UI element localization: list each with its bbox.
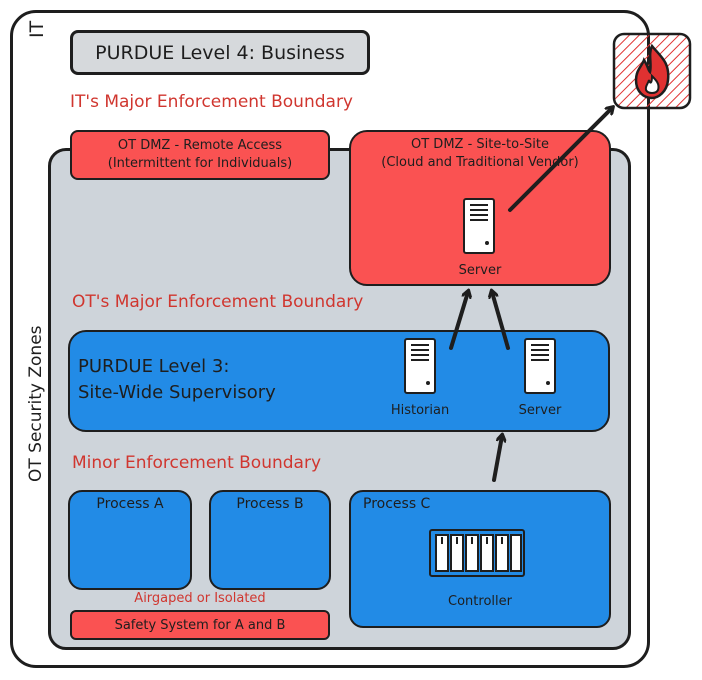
it-major-boundary-label: IT's Major Enforcement Boundary — [70, 92, 353, 112]
firewall-flame-icon — [612, 32, 692, 110]
safety-system-box: Safety System for A and B — [70, 610, 330, 640]
airgap-note: Airgaped or Isolated — [134, 591, 266, 606]
arrow-controller-to-server — [492, 436, 502, 482]
ot-dmz-remote-access-box: OT DMZ - Remote Access (Intermittent for… — [70, 130, 330, 180]
level-3-server-icon — [523, 337, 557, 399]
process-c-label: Process C — [363, 496, 431, 512]
level-3-title: PURDUE Level 3: — [78, 356, 230, 377]
arrow-historian-to-dmz — [449, 292, 468, 350]
process-b-label: Process B — [236, 496, 304, 512]
site-to-site-subtitle: (Cloud and Traditional Vendor) — [381, 155, 579, 170]
process-a-box: Process A — [68, 490, 192, 590]
server-icon — [462, 197, 496, 259]
arrow-server-to-dmz — [492, 292, 510, 350]
purdue-level-3-box: PURDUE Level 3: Site-Wide Supervisory — [68, 330, 610, 432]
remote-access-subtitle: (Intermittent for Individuals) — [107, 156, 293, 171]
controller-icon — [428, 528, 526, 582]
controller-label: Controller — [448, 594, 512, 609]
level-3-server-label: Server — [518, 403, 562, 418]
purdue-level-4-box: PURDUE Level 4: Business — [70, 30, 370, 75]
level-3-subtitle: Site-Wide Supervisory — [78, 382, 276, 403]
minor-boundary-label: Minor Enforcement Boundary — [72, 453, 322, 473]
process-b-box: Process B — [209, 490, 331, 590]
historian-server-icon — [403, 337, 437, 399]
historian-label: Historian — [390, 403, 450, 418]
ot-major-boundary-label: OT's Major Enforcement Boundary — [72, 292, 364, 312]
process-a-label: Process A — [96, 496, 164, 512]
arrow-server-to-firewall — [508, 108, 612, 212]
remote-access-title: OT DMZ - Remote Access — [117, 138, 283, 153]
dmz-server-label: Server — [458, 263, 502, 278]
site-to-site-title: OT DMZ - Site-to-Site — [411, 137, 549, 152]
